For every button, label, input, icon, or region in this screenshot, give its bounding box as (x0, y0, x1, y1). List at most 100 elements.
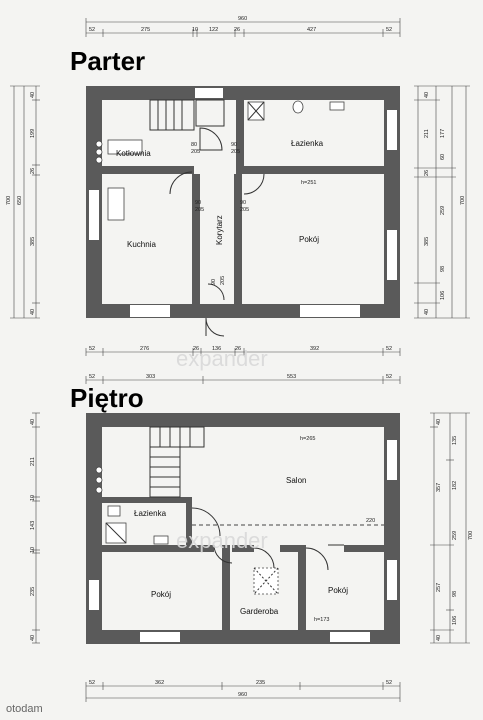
parter-bottom-dimensions: 52 276 26 136 26 392 52 (85, 346, 401, 356)
room-label-kotlownia: Kotłownia (116, 149, 151, 158)
dim-total-height: 700 (460, 196, 466, 205)
room-label-pokoj-left: Pokój (151, 590, 171, 599)
dim-label: 177 (440, 129, 446, 138)
dim-label: 235 (30, 587, 36, 596)
dim-label: 26 (234, 27, 240, 33)
door-note: 80 (191, 142, 197, 148)
dim-label: 385 (424, 237, 430, 246)
dim-label: 52 (89, 346, 95, 352)
door-note: 205 (191, 149, 200, 155)
dim-label: 98 (452, 591, 458, 597)
dim-total-width: 960 (238, 692, 247, 698)
room-label-korytarz: Korytarz (215, 215, 224, 245)
watermark-text: expander (176, 528, 268, 553)
dim-label: 235 (256, 680, 265, 686)
dim-label: 553 (287, 374, 296, 380)
dim-label: 10 (30, 495, 36, 501)
dim-label: 357 (436, 483, 442, 492)
height-note: h=265 (300, 436, 315, 442)
dim-label: 143 (30, 521, 36, 530)
floor-title-pietro: Piętro (70, 383, 144, 413)
dim-label: 182 (452, 481, 458, 490)
dim-label: 122 (209, 27, 218, 33)
dim-label: 106 (452, 616, 458, 625)
parter-doors (169, 127, 265, 337)
dim-label: 52 (89, 27, 95, 33)
room-label-pokoj: Pokój (299, 235, 319, 244)
height-note: h=173 (314, 617, 329, 623)
dim-label: 427 (307, 27, 316, 33)
dim-label: 40 (30, 419, 36, 425)
door-note: 90 (211, 279, 217, 285)
dim-label: 52 (386, 346, 392, 352)
dim-label: 211 (424, 129, 430, 138)
dim-label: 40 (436, 419, 442, 425)
room-label-kuchnia: Kuchnia (127, 240, 156, 249)
dim-label: 650 (17, 196, 23, 205)
dim-label: 26 (424, 170, 430, 176)
dim-label: 136 (212, 346, 221, 352)
dim-label: 52 (386, 374, 392, 380)
site-logo: otodam (6, 703, 43, 715)
dim-label: 40 (30, 92, 36, 98)
dim-label: 303 (146, 374, 155, 380)
dim-total-width: 960 (238, 16, 247, 22)
dim-label: 26 (235, 346, 241, 352)
door-note: 205 (231, 149, 240, 155)
dim-label: 40 (424, 92, 430, 98)
dim-label: 257 (436, 583, 442, 592)
pietro-left-dimensions: 40 211 10 143 10 235 40 (30, 412, 40, 644)
door-note: 90 (240, 200, 246, 206)
dim-label: 106 (440, 291, 446, 300)
pietro-doors (191, 507, 344, 571)
door-note: 205 (220, 276, 226, 285)
dim-label: 199 (30, 129, 36, 138)
dim-label: 52 (386, 680, 392, 686)
dim-label: 52 (89, 680, 95, 686)
room-label-garderoba: Garderoba (240, 607, 279, 616)
parter-stairs (149, 99, 225, 131)
dim-label: 135 (452, 436, 458, 445)
watermark-text: expander (176, 346, 268, 371)
dim-label: 276 (140, 346, 149, 352)
dim-label: 52 (386, 27, 392, 33)
dim-label: 275 (141, 27, 150, 33)
parter-right-dimensions: 40 211 177 26 60 259 385 98 106 40 700 (414, 85, 470, 319)
floor-title-parter: Parter (70, 46, 145, 76)
dim-label: 259 (452, 531, 458, 540)
room-label-salon: Salon (286, 476, 306, 485)
parter-fixtures (95, 100, 345, 221)
dim-label: 60 (440, 154, 446, 160)
dim-label: 10 (30, 547, 36, 553)
slope-label: 220 (366, 518, 375, 524)
dim-label: 40 (424, 309, 430, 315)
door-note: 90 (231, 142, 237, 148)
dim-label: 211 (30, 457, 36, 466)
dim-total-height: 700 (468, 531, 474, 540)
dim-label: 26 (30, 168, 36, 174)
pietro-right-dimensions: 40 135 357 182 259 700 257 98 106 40 (430, 412, 474, 644)
dim-label: 40 (436, 635, 442, 641)
height-note: h=251 (301, 180, 316, 186)
dim-label: 259 (440, 206, 446, 215)
dim-label: 40 (30, 309, 36, 315)
room-label-lazienka: Łazienka (134, 509, 167, 518)
parter-walls (86, 86, 400, 318)
dim-label: 10 (192, 27, 198, 33)
dim-label: 385 (30, 237, 36, 246)
door-note: 205 (240, 207, 249, 213)
pietro-fixtures (95, 466, 279, 595)
parter-top-dimensions: 960 52 275 10 122 26 427 52 (85, 16, 401, 37)
room-label-pokoj-right: Pokój (328, 586, 348, 595)
dim-label: 26 (193, 346, 199, 352)
dim-total-height: 700 (6, 196, 12, 205)
dim-label: 392 (310, 346, 319, 352)
dim-label: 52 (89, 374, 95, 380)
pietro-top-dimensions: 52 303 553 52 (85, 374, 401, 384)
dim-label: 40 (30, 635, 36, 641)
door-note: 205 (195, 207, 204, 213)
parter-left-dimensions: 700 650 40 199 26 385 40 (6, 85, 40, 319)
dim-label: 362 (155, 680, 164, 686)
